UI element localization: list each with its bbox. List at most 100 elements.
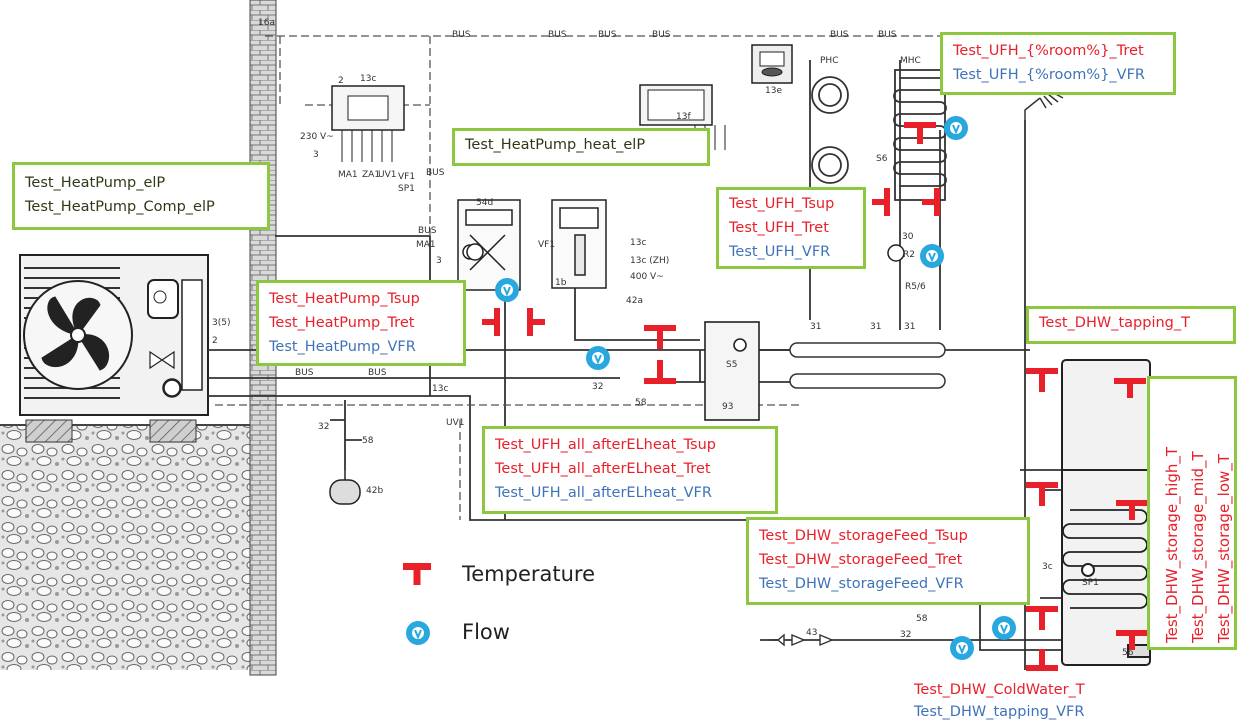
label-32b: 32	[318, 422, 330, 432]
label-16a: 16a	[258, 18, 275, 28]
label-r2: R2	[903, 250, 915, 260]
label-58b: 58	[362, 436, 374, 446]
expansion-vessel-42b	[329, 470, 361, 505]
dhw-storage-high-label: Test_DHW_storage_high_T	[1163, 446, 1181, 643]
label-s6: S6	[876, 154, 888, 164]
label-1b: 1b	[555, 278, 567, 288]
legend-flow-label: Flow	[462, 620, 510, 644]
temperature-marker-dhw-high	[1114, 378, 1146, 398]
electric-heater-1b	[551, 199, 607, 289]
flow-marker-ufh-all	[586, 346, 610, 370]
ufh-tsup-label: Test_UFH_Tsup	[729, 196, 835, 212]
label-13f: 13f	[676, 112, 691, 122]
temperature-marker-dhw-tap	[1026, 368, 1058, 392]
dhw-feed-tret-label: Test_DHW_storageFeed_Tret	[759, 552, 963, 568]
ufh-all-tsup-label: Test_UFH_all_afterELheat_Tsup	[495, 437, 716, 453]
label-2a: 2	[338, 76, 344, 86]
temperature-marker-hp-ret	[527, 308, 545, 336]
label-31a: 31	[810, 322, 822, 332]
box-dhw-storage: Test_DHW_storage_high_T Test_DHW_storage…	[1147, 376, 1237, 650]
label-bus-1: BUS	[452, 30, 471, 40]
temperature-marker-dhw-feed-sup	[1026, 482, 1058, 506]
dhw-feed-tsup-label: Test_DHW_storageFeed_Tsup	[759, 528, 968, 544]
flow-marker-dhw-feed	[992, 616, 1016, 640]
label-2b: 2	[212, 336, 218, 346]
label-mhc: MHC	[900, 56, 921, 66]
label-ma1a: MA1	[338, 170, 358, 180]
label-54d: 54d	[476, 198, 494, 208]
label-31c: 31	[904, 322, 916, 332]
temperature-marker-dhw-feed-ret	[1026, 606, 1058, 630]
label-13c: 13c	[360, 74, 377, 84]
label-vf1b: VF1	[538, 240, 556, 250]
box-hp-heat: Test_HeatPump_heat_elP	[452, 128, 710, 166]
temperature-marker-dhw-mid	[1116, 500, 1148, 520]
label-phc: PHC	[820, 56, 839, 66]
label-busb: BUS	[418, 226, 437, 236]
box-hp: Test_HeatPump_Tsup Test_HeatPump_Tret Te…	[256, 280, 466, 366]
ufh-all-vfr-label: Test_UFH_all_afterELheat_VFR	[495, 485, 712, 501]
storage-93	[704, 321, 760, 421]
label-r5-6: R5/6	[905, 282, 926, 292]
hp-vfr-label: Test_HeatPump_VFR	[269, 339, 416, 355]
dhw-feed-vfr-label: Test_DHW_storageFeed_VFR	[759, 576, 964, 592]
dhw-tapping-vfr-label: Test_DHW_tapping_VFR	[914, 704, 1085, 720]
ufh-room-tret-label: Test_UFH_{%room%}_Tret	[953, 43, 1144, 59]
flow-marker-dhw-tapping	[950, 636, 974, 660]
temperature-marker-cold-water	[1026, 649, 1058, 671]
ufh-vfr-label: Test_UFH_VFR	[729, 244, 831, 260]
ufh-room-vfr-label: Test_UFH_{%room%}_VFR	[953, 67, 1146, 83]
box-ufh: Test_UFH_Tsup Test_UFH_Tret Test_UFH_VFR	[716, 187, 866, 269]
label-13c-1: 13c	[630, 238, 647, 248]
label-43: 43	[806, 628, 818, 638]
circulator-pumps	[163, 243, 905, 397]
label-32a: 32	[592, 382, 604, 392]
label-3b: 3	[436, 256, 442, 266]
label-sp1b: SP1	[1082, 578, 1099, 588]
device-13e	[751, 44, 793, 84]
label-31b: 31	[870, 322, 882, 332]
label-ma1b: MA1	[416, 240, 436, 250]
box-hp-el: Test_HeatPump_elP Test_HeatPump_Comp_elP	[12, 162, 270, 230]
flow-legend-marker	[406, 621, 430, 645]
temperature-marker-ufh-sup	[872, 188, 890, 216]
label-30: 30	[902, 232, 914, 242]
temperature-legend-marker	[403, 563, 431, 585]
phc-radiator	[811, 76, 849, 184]
ufh-tret-label: Test_UFH_Tret	[729, 220, 829, 236]
hp-heat-elp-label: Test_HeatPump_heat_elP	[465, 137, 646, 153]
foundation-right	[149, 419, 197, 443]
temperature-marker-ufh-room	[904, 122, 936, 144]
label-400v: 400 V~	[630, 272, 664, 282]
label-bus-5: BUS	[830, 30, 849, 40]
dhw-storage-mid-label: Test_DHW_storage_mid_T	[1189, 451, 1207, 643]
legend-temperature-label: Temperature	[462, 562, 596, 586]
label-bus-6: BUS	[878, 30, 897, 40]
label-3c: 3c	[1042, 562, 1053, 572]
label-56: 56	[1122, 648, 1134, 658]
control-unit-13c	[331, 85, 405, 162]
label-13c-b: 13c	[432, 384, 449, 394]
label-uv1b: UV1	[446, 418, 465, 428]
ufh-all-tret-label: Test_UFH_all_afterELheat_Tret	[495, 461, 711, 477]
dhw-tapping-t-label: Test_DHW_tapping_T	[1039, 315, 1190, 331]
label-13e: 13e	[765, 86, 782, 96]
foundation-left	[25, 419, 73, 443]
flow-marker-ufh-room	[944, 116, 968, 140]
label-32c: 32	[900, 630, 912, 640]
outdoor-heat-pump	[19, 254, 209, 416]
label-42a: 42a	[626, 296, 643, 306]
device-13f	[639, 84, 726, 150]
label-3a: 3	[313, 150, 319, 160]
label-bus-4: BUS	[652, 30, 671, 40]
temperature-marker-dhw-low	[1116, 630, 1148, 650]
cold-water-inlet	[770, 633, 834, 647]
box-dhw-tapping: Test_DHW_tapping_T	[1026, 306, 1236, 344]
label-58a: 58	[635, 398, 647, 408]
hp-comp-elp-label: Test_HeatPump_Comp_elP	[25, 199, 215, 215]
label-sp1a: SP1	[398, 184, 415, 194]
flow-markers	[406, 116, 1016, 660]
label-93: 93	[722, 402, 734, 412]
label-13c-zh: 13c (ZH)	[630, 256, 670, 266]
label-bus-3: BUS	[598, 30, 617, 40]
